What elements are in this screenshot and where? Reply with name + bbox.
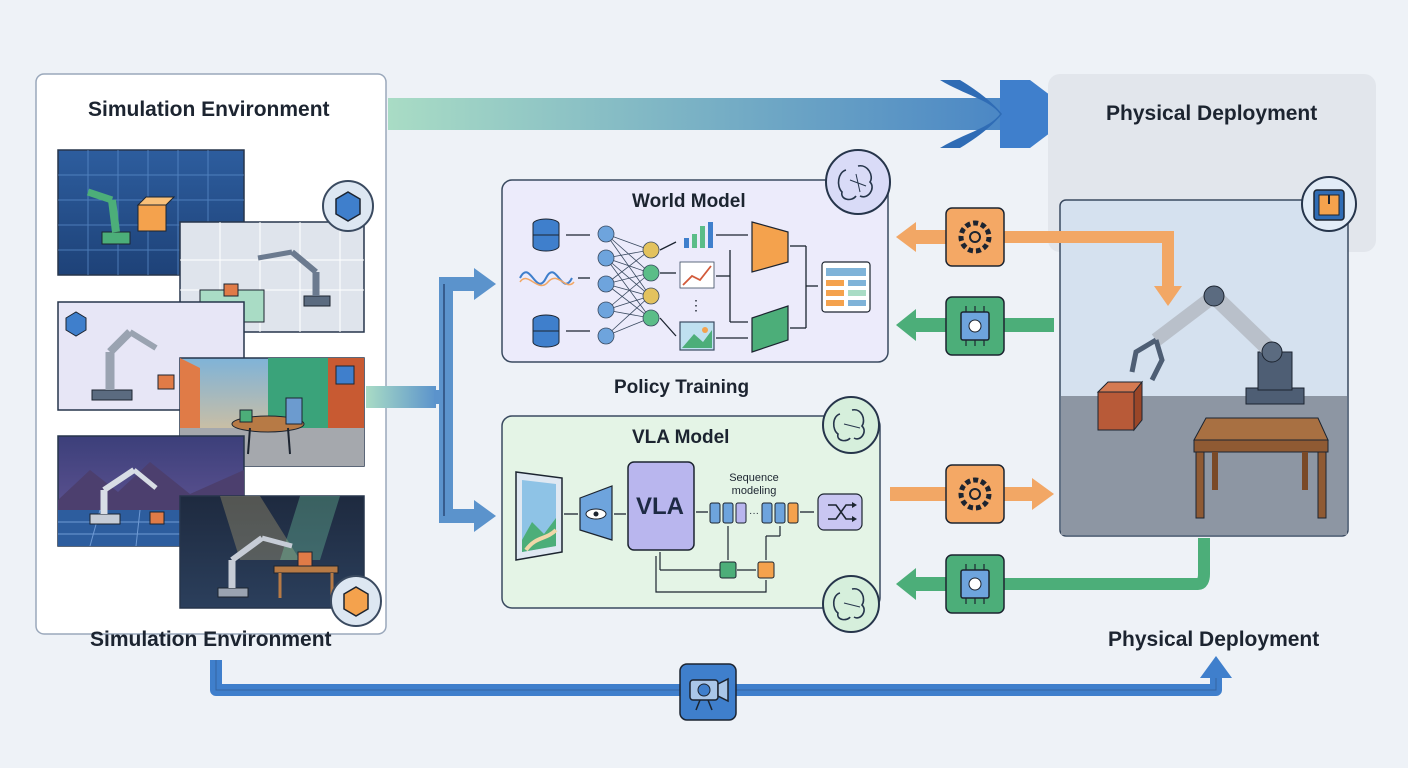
sim-env-title-bottom: Simulation Environment [90,628,332,651]
command-arrow-vla [890,478,1054,510]
world-model-title: World Model [632,191,746,212]
sequence-tokens: ··· [709,502,799,524]
line-chart-icon [679,261,715,289]
sim-card-wireframe [179,221,365,333]
table [1193,417,1329,519]
gear-icon [945,464,1005,524]
physical-scene [1059,199,1349,537]
eye-icon [579,485,613,541]
robot-arm-icon [91,329,158,401]
cube-icon [136,196,176,232]
encoder-trapezoid [751,221,789,273]
database-icon [532,218,560,252]
sensor-arrow-vla [896,538,1210,600]
vla-block [627,461,695,551]
svg-text:⋮: ⋮ [689,297,703,313]
svg-text:···: ··· [749,508,759,519]
decoder-trapezoid [751,305,789,353]
database-icon [532,314,560,348]
robot-arm-icon [89,467,158,525]
cube-icon [322,180,374,232]
table-icon [821,261,871,313]
neural-net [597,225,660,345]
vla-block-label: VLA [636,493,684,520]
brain-network-icon [825,149,891,215]
image-icon [679,321,715,351]
physical-title-bottom: Physical Deployment [1108,628,1320,651]
split-flow-arrows [366,268,496,532]
seq-node-green [719,561,737,579]
seq-node-orange [757,561,775,579]
robot-arm-icon [86,188,131,245]
robot-arm-icon [257,249,331,307]
sim-card-desert-room [179,357,365,467]
physical-title-top: Physical Deployment [1106,102,1318,125]
camera-icon [679,663,737,721]
waveform-icon [519,271,575,287]
robot-arm-icon [1129,285,1305,405]
gear-icon [945,207,1005,267]
vla-model-panel: ··· [501,415,881,609]
world-model-panel: ⋮ [501,179,889,363]
sensor-arrow-world-bottom [896,309,1054,341]
cube-icon [1096,380,1144,432]
chip-icon [945,296,1005,356]
image-icon [515,471,563,561]
vla-model-title: VLA Model [632,427,730,448]
policy-training-title: Policy Training [614,377,750,398]
cube-icon [330,575,382,627]
package-icon [1301,176,1357,232]
feedback-arrow-world-top [896,222,1182,306]
sim-env-title-top: Simulation Environment [88,98,330,121]
sequence-modeling-label-line1: Sequence [729,472,779,484]
chip-icon [945,554,1005,614]
brain-network-icon [822,396,880,454]
bar-chart-icon [684,222,713,248]
sequence-modeling-label-line2: modeling [731,485,777,497]
shuffle-icon [817,493,863,531]
top-flow-arrow [388,80,1075,148]
brain-network-icon [822,575,880,633]
robot-arm-icon [217,535,293,598]
